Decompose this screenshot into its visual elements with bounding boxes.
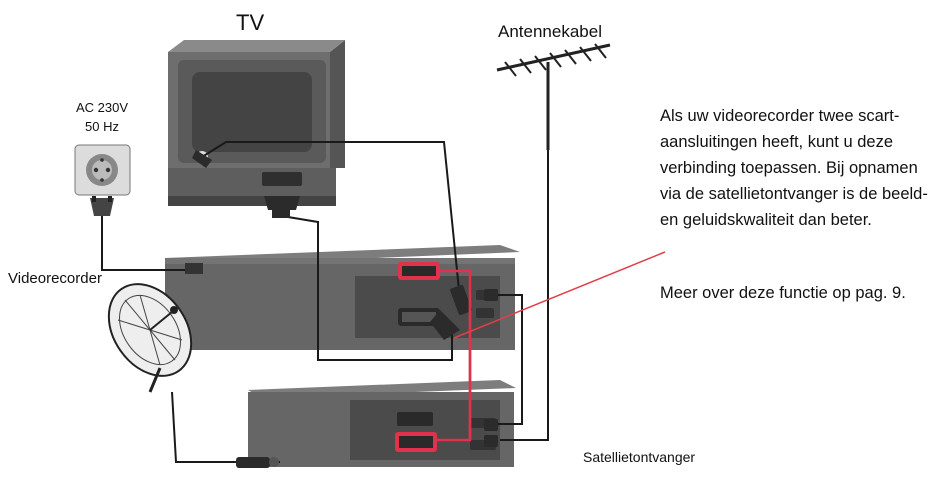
sat-scart-top: [397, 412, 433, 426]
page-reference-paragraph: Meer over deze functie op pag. 9.: [660, 284, 906, 302]
highlight-scart-connection: [437, 269, 472, 442]
vcr-power-port: [185, 263, 203, 274]
sat-scart-red: [395, 432, 437, 452]
vcr-scart-bottom: [398, 308, 440, 326]
satellite-dish: [107, 283, 193, 393]
vcr-scart-top: [398, 262, 440, 280]
antenna-label: Antennekabel: [498, 22, 602, 41]
vcr-label: Videorecorder: [8, 270, 102, 287]
satellite-receiver: [248, 380, 516, 467]
tv-set: [168, 40, 345, 206]
wall-socket: [74, 144, 131, 216]
antenna-cable: [500, 150, 549, 441]
tv-scart-port: [262, 172, 302, 186]
sat-receiver-label: Satellietontvanger: [583, 449, 696, 465]
antenna: [496, 43, 611, 150]
tv-antenna-cable: [201, 141, 461, 301]
ac-voltage: AC 230V: [75, 100, 129, 115]
power-cable: [101, 216, 185, 271]
pointer-line: [453, 251, 666, 339]
scart-plugs: [192, 150, 498, 468]
description-paragraph: Als uw videorecorder twee scart-aansluit…: [660, 107, 928, 229]
ac-frequency: 50 Hz: [85, 119, 119, 134]
ac-power-label: AC 230V 50 Hz: [62, 98, 142, 136]
vcr-rf-out-cable: [494, 294, 523, 425]
tv-label: TV: [236, 10, 265, 35]
